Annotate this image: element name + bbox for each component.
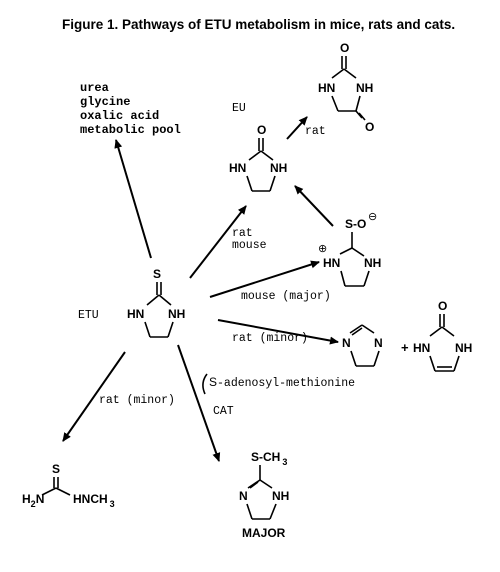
arrow-etu-to-eu [189, 205, 247, 279]
sulfinate-minus-charge: ⊖ [368, 211, 377, 223]
eu-label: EU [232, 102, 246, 115]
label-etu-to-thiourea: rat (minor) [99, 394, 175, 407]
eu-hn: HN [229, 161, 246, 175]
arrow-etu-to-thiourea [62, 351, 126, 442]
arrow-etu-to-imidazoline [217, 319, 339, 345]
label-sam: S-adenosyl-methionine [209, 375, 355, 390]
sulfinate-group: S-O [345, 217, 366, 231]
etu-nh: NH [168, 307, 185, 321]
smethyl-ch3-subscript: 3 [282, 457, 287, 467]
product-oxalic-acid: oxalic acid [80, 109, 159, 123]
label-etu-to-eu-mouse: mouse [232, 239, 267, 252]
label-etu-to-imidazoline: rat (minor) [232, 332, 308, 345]
etu-structure: ETU S HN NH [78, 267, 185, 338]
thiourea-h-subscript: 2 [31, 499, 36, 509]
imidazoline-n-left: N [342, 336, 351, 350]
product-glycine: glycine [80, 95, 130, 109]
sam-hook [202, 373, 208, 395]
etu-hn: HN [127, 307, 144, 321]
label-eu-to-hydantoin: rat [305, 125, 326, 138]
thiourea-hnch: HNCH [73, 492, 108, 506]
etu-sulfur: S [153, 267, 161, 281]
label-etu-to-eu-rat: rat [232, 227, 253, 240]
hydantoin-structure: O HN NH O [318, 41, 374, 134]
imidazolone-nh: NH [455, 341, 472, 355]
figure-title: Figure 1. Pathways of ETU metabolism in … [62, 17, 455, 32]
hydantoin-ketone-oxygen: O [365, 120, 374, 134]
sulfinate-plus-charge: ⊕ [318, 243, 327, 255]
hydantoin-nh: NH [356, 81, 373, 95]
arrow-sulfinate-to-eu [294, 185, 334, 227]
products-list: urea glycine oxalic acid metabolic pool [80, 81, 181, 137]
imidazolone-oxygen: O [438, 299, 447, 313]
hydantoin-hn: HN [318, 81, 335, 95]
etu-label: ETU [78, 309, 99, 322]
label-cat: CAT [213, 405, 234, 418]
label-sam-rest: -adenosyl-methionine [217, 377, 355, 390]
arrow-labels: rat rat mouse mouse (major) rat (minor) … [99, 125, 331, 418]
eu-structure: EU O HN NH [229, 102, 287, 192]
thiourea-ch3-subscript: 3 [110, 499, 115, 509]
smethyl-caption: MAJOR [242, 526, 286, 540]
smethyl-sch: S-CH [251, 450, 280, 464]
hydantoin-oxygen: O [340, 41, 349, 55]
eu-nh: NH [270, 161, 287, 175]
sulfinate-hn: HN [323, 256, 340, 270]
arrow-etu-to-sulfinate [209, 260, 320, 298]
thiourea-amine: H2N [22, 492, 44, 509]
imidazoline-structure: N N [342, 324, 383, 367]
imidazoline-n-right: N [374, 336, 383, 350]
plus-sign: + [401, 340, 409, 355]
thiourea-h: H [22, 492, 31, 506]
product-metabolic-pool: metabolic pool [80, 123, 181, 137]
arrow-eu-to-hydantoin [286, 116, 308, 140]
smethyl-n: N [239, 489, 248, 503]
sulfinate-nh: NH [364, 256, 381, 270]
product-urea: urea [80, 81, 109, 95]
eu-oxygen: O [257, 123, 266, 137]
smethyl-nh: NH [272, 489, 289, 503]
imidazolone-hn: HN [413, 341, 430, 355]
thiourea-sulfur: S [52, 462, 60, 476]
sulfinate-structure: S-O ⊖ ⊕ HN NH [318, 211, 381, 287]
arrow-etu-to-products [114, 139, 152, 259]
thiourea-n: N [36, 492, 45, 506]
arrow-etu-to-smethyl [177, 344, 221, 462]
label-sam-prefix: S [209, 375, 217, 389]
imidazolone-structure: O HN NH [413, 299, 472, 372]
label-etu-to-sulfinate: mouse (major) [241, 290, 331, 303]
